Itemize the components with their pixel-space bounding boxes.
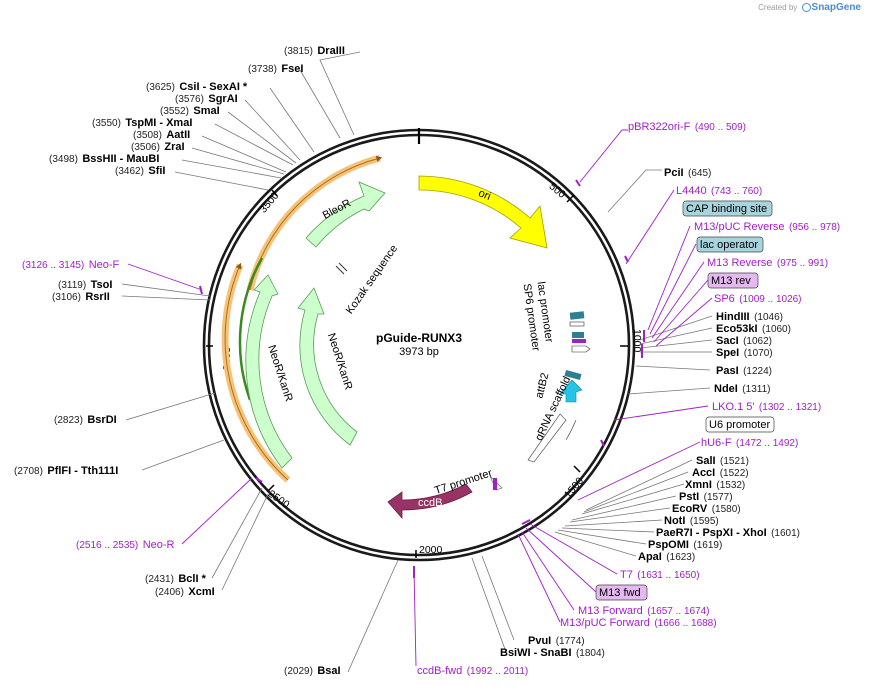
snapgene-logo-icon (801, 3, 811, 12)
enzyme-saci: SacI (1062) (716, 331, 772, 348)
enzyme-draiii: (3815) DraIII (284, 41, 345, 58)
enzyme-pasi: PasI (1224) (716, 361, 772, 378)
primer-pbr322ori-f: pBR322ori-F (490 .. 509) (628, 117, 746, 134)
enzyme-eco53ki: Eco53kI (1060) (716, 319, 791, 336)
enzyme-fsei: (3738) FseI (248, 59, 303, 76)
primer-hu6-f: hU6-F (1472 .. 1492) (701, 433, 798, 450)
enzyme-pspomi: PspOMI (1619) (648, 535, 722, 552)
enzyme-bcli: (2431) BclI * (145, 569, 207, 586)
enzyme-acci: AccI (1522) (692, 463, 749, 480)
primer-lko1-5: LKO.1 5' (1302 .. 1321) (712, 397, 821, 414)
enzyme-noti: NotI (1595) (664, 511, 719, 528)
enzyme-tsoi: (3119) TsoI (58, 275, 112, 292)
m13-rev-label: M13 rev (711, 275, 751, 287)
tick-500: 500 (547, 180, 568, 201)
enzyme-bsrdi: (2823) BsrDI (54, 410, 117, 427)
attb2-label: attB2 (533, 372, 551, 400)
lac-operator-box (696, 236, 764, 253)
primer-sp6: SP6 (1009 .. 1026) (714, 289, 802, 306)
primer-leaders (127, 129, 713, 667)
ori-label: ori (477, 187, 493, 203)
primer-labels: pBR322ori-F (490 .. 509) L4440 (743 .. 7… (22, 117, 840, 678)
enzyme-hindiii: HindIII (1046) (716, 307, 783, 324)
enzyme-bsai: (2029) BsaI (284, 661, 341, 678)
enzyme-ecorv: EcoRV (1580) (672, 499, 741, 516)
neor-kanr-outer-arrow (245, 274, 293, 469)
lac-promoter-mark (569, 311, 585, 320)
plasmid-name: pGuide-RUNX3 (376, 331, 462, 345)
u6-promoter-label: U6 promoter (709, 419, 770, 431)
enzyme-leaders (121, 51, 713, 673)
ccdb-arrow (387, 483, 473, 520)
tick-1500: 1500 (562, 475, 586, 501)
kozak-label: Kozak sequence (344, 243, 400, 317)
enzyme-pvui: PvuI (1774) (528, 631, 585, 648)
plasmid-length: 3973 bp (399, 346, 439, 358)
plasmid-backbone (202, 128, 636, 562)
enzyme-pcii: PciI (645) (664, 163, 711, 180)
credit-prefix: Created by (758, 3, 798, 12)
boxed-labels: CAP binding site lac operator M13 rev U6… (595, 200, 775, 601)
tick-1000: 1000 (631, 329, 643, 353)
orange-arc-outer (246, 154, 381, 291)
enzyme-csii: (3625) CsiI - SexAI * (146, 77, 248, 94)
green-primer-arc (238, 257, 264, 401)
tick-3500: 3500 (257, 190, 281, 216)
ccdb-label: ccdB (418, 497, 442, 509)
enzyme-bsshii: (3498) BssHII - MauBI (49, 149, 159, 166)
neor-kanr-inner-label: NeoR/KanR (325, 332, 355, 392)
primer-neo-f: (3126 .. 3145) Neo-F (22, 255, 120, 272)
enzyme-psti: PstI (1577) (679, 487, 733, 504)
enzyme-rsrii: (3106) RsrII (52, 287, 110, 304)
primer-ccdb-fwd: ccdB-fwd (1992 .. 2011) (417, 661, 528, 678)
enzyme-ndei: NdeI (1311) (714, 379, 770, 396)
attb2-mark (564, 370, 582, 380)
enzyme-sfii: (3462) SfiI (115, 161, 165, 178)
enzyme-sgrai: (3576) SgrAI (175, 89, 238, 106)
enzyme-sali: SalI (1521) (696, 451, 749, 468)
primer-m13-reverse: M13 Reverse (975 .. 991) (707, 253, 828, 270)
ori-arrow (418, 175, 548, 249)
enzyme-pflfi: (2708) PflFI - Tth111I (14, 461, 118, 478)
u6-promoter-arrow (559, 379, 583, 403)
enzyme-zrai: (3506) ZraI (131, 137, 185, 154)
neor-kanr-inner-arrow (297, 287, 358, 446)
primer-neo-r: (2516 .. 2535) Neo-R (76, 535, 175, 552)
enzyme-xmni: XmnI (1532) (685, 475, 745, 492)
credit-brand: SnapGene (811, 2, 861, 13)
enzyme-xcmi: (2406) XcmI (155, 582, 215, 599)
m13-fwd-label: M13 fwd (599, 587, 641, 599)
primer-l4440: L4440 (743 .. 760) (676, 181, 762, 198)
neor-kanr-outer-label: NeoR/KanR (265, 344, 295, 404)
m13-fwd-box (595, 584, 648, 601)
primer-m13-puc-forward: M13/pUC Forward (1666 .. 1688) (560, 613, 717, 630)
cap-binding-site-box (682, 200, 773, 217)
enzyme-paer7i: PaeR7I - PspXI - XhoI (1601) (656, 523, 800, 540)
cap-binding-site-label: CAP binding site (686, 203, 767, 215)
u6-promoter-box (705, 416, 775, 433)
enzyme-aatii: (3508) AatII (133, 125, 190, 142)
primer-m13-puc-reverse: M13/pUC Reverse (956 .. 978) (694, 217, 840, 234)
primer-t7: T7 (1631 .. 1650) (620, 565, 700, 582)
snapgene-credit: Created by SnapGene (758, 2, 861, 13)
primer-m13-forward: M13 Forward (1657 .. 1674) (578, 601, 710, 618)
m13-rev-box (707, 272, 759, 289)
enzyme-tspmi: (3550) TspMI - XmaI (92, 113, 192, 130)
enzyme-apai: ApaI (1623) (638, 547, 695, 564)
bleor-arrow (305, 181, 386, 248)
lac-operator-label: lac operator (700, 239, 758, 251)
tick-2000: 2000 (419, 544, 443, 556)
enzyme-bsiwi: BsiWI - SnaBI (1804) (500, 643, 605, 660)
enzyme-smai: (3552) SmaI (160, 101, 220, 118)
enzyme-spei: SpeI (1070) (716, 343, 773, 360)
enzyme-labels: (3815) DraIII (3738) FseI (3625) CsiI - … (14, 41, 800, 678)
